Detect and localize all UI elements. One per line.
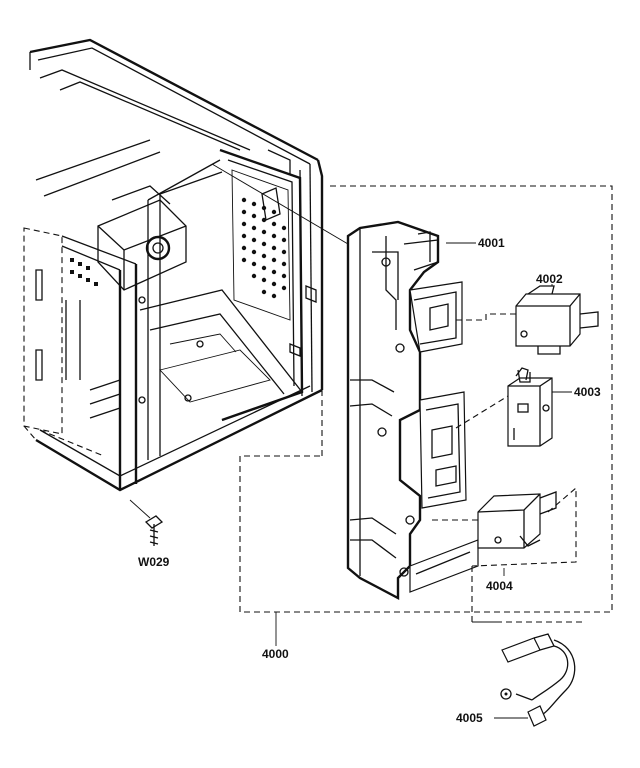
micro-switch-4002 [515, 285, 599, 355]
interlock-bracket-4001 [346, 220, 479, 600]
label-4002: 4002 [536, 272, 563, 286]
label-4003: 4003 [574, 385, 601, 399]
leader-switch-4003 [455, 395, 509, 429]
label-4004: 4004 [486, 579, 513, 593]
label-4001: 4001 [478, 236, 505, 250]
screw-w029 [129, 499, 164, 546]
micro-switch-4003 [507, 367, 553, 447]
micro-switch-4004 [477, 491, 557, 549]
leader-switch-4002 [456, 313, 516, 321]
label-w029: W029 [138, 555, 170, 569]
microwave-cabinet [23, 38, 349, 492]
assembly-4000-outline [239, 185, 613, 646]
label-4005: 4005 [456, 711, 483, 725]
label-4000: 4000 [262, 647, 289, 661]
wire-harness-4005 [471, 486, 586, 727]
vent-holes [241, 197, 287, 299]
